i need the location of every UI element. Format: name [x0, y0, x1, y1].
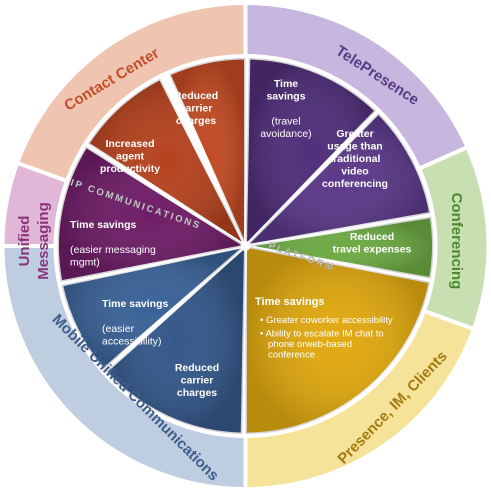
inner-section-shade: [245, 58, 377, 247]
inner-section-shade: [245, 246, 431, 434]
inner-bullet: • Greater coworker accessibility: [260, 315, 393, 326]
inner-label-pres1-title: Time savings: [255, 296, 325, 308]
hub: [240, 241, 251, 251]
inner-ring: [56, 56, 435, 436]
outer-label-conf: Conferencing: [448, 193, 465, 290]
inner-section-shade: [105, 246, 246, 434]
inner-section-shade: [87, 78, 246, 246]
inner-section-shade: [61, 246, 246, 370]
inner-section-shade: [245, 216, 434, 279]
inner-section-shade: [57, 146, 246, 282]
inner-section-shade: [245, 113, 431, 246]
outer-section-unified: [0, 160, 70, 248]
inner-section-shade: [169, 58, 246, 246]
